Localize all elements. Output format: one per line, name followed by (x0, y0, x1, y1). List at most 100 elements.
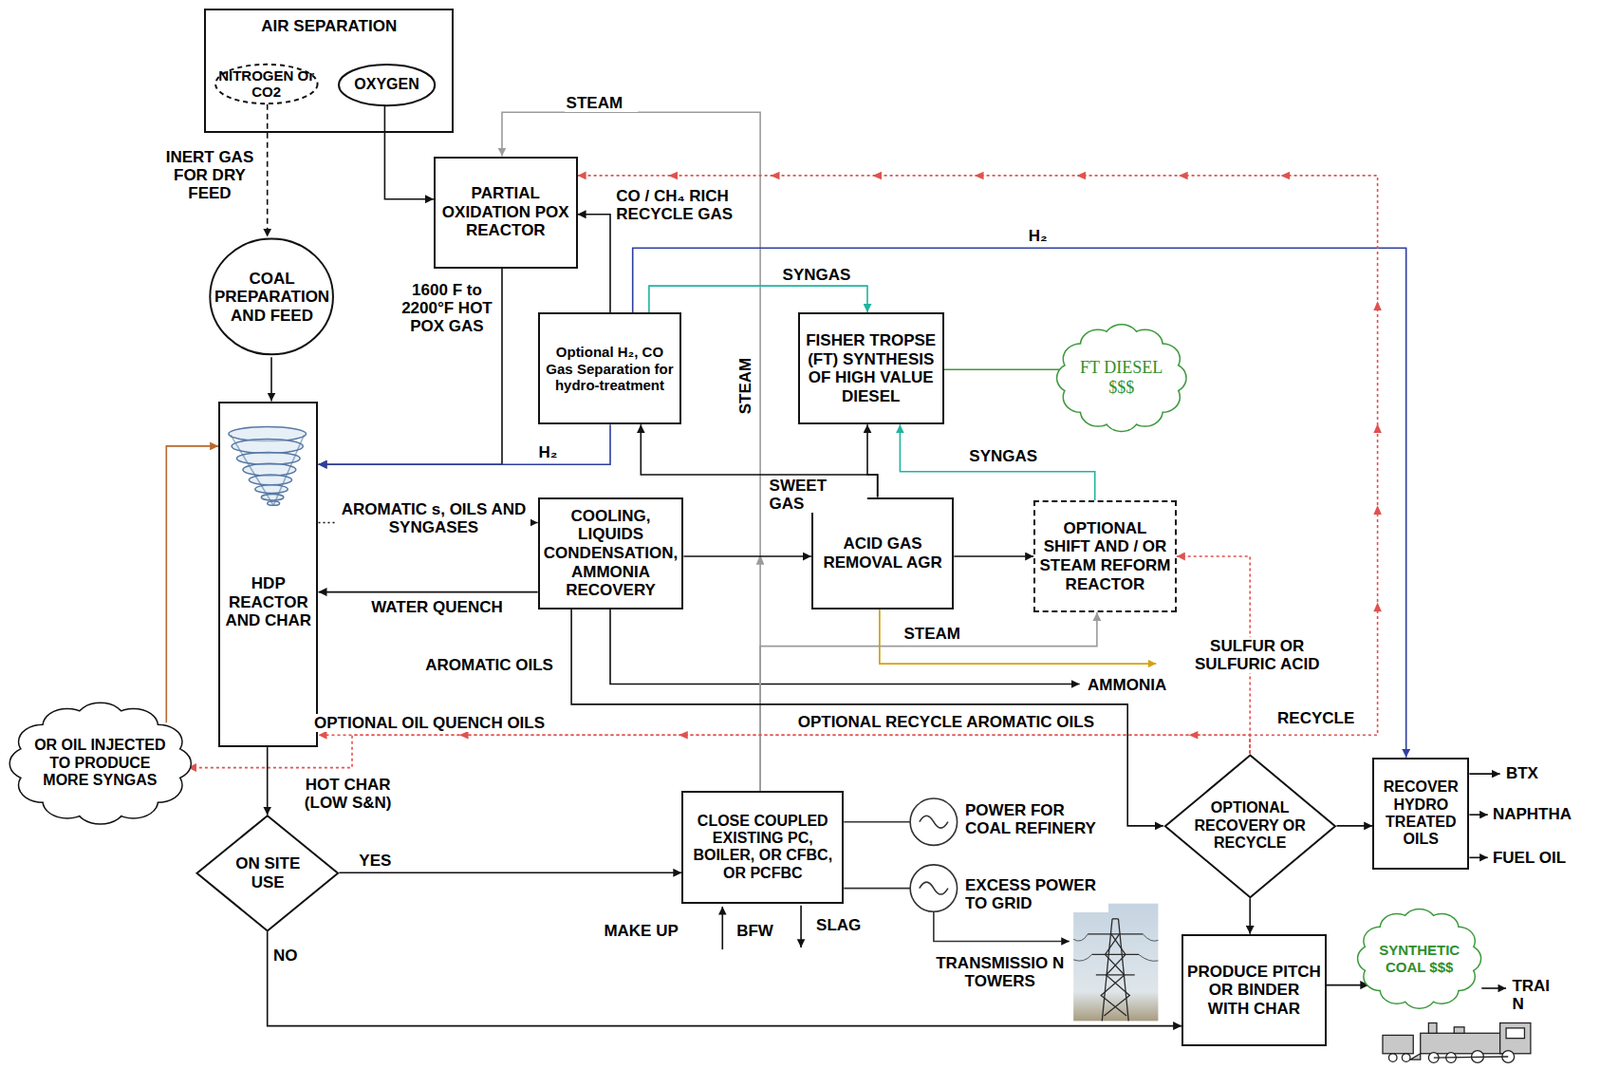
product-label: SULFUR OR SULFURIC ACID (1181, 636, 1333, 673)
node-text: OXYGEN (353, 75, 419, 94)
node-text: PARTIAL OXIDATION POX REACTOR (438, 184, 574, 241)
connector (577, 175, 1378, 754)
connector (266, 104, 269, 238)
edge-label: STEAM (564, 93, 638, 112)
node-text: PRODUCE PITCH OR BINDER WITH CHAR (1186, 962, 1322, 1019)
edge-label: AROMATIC s, OILS AND SYNGASES (336, 500, 531, 537)
edge-label: H₂ (1026, 226, 1056, 245)
node-text: OPTIONAL SHIFT AND / OR STEAM REFORM REA… (1038, 519, 1173, 594)
node-text: COOLING, LIQUIDS CONDENSATION, AMMONIA R… (542, 506, 680, 600)
connector (1326, 984, 1370, 987)
train-sketch (1382, 1023, 1531, 1063)
recycle-flow-arrows (459, 171, 1382, 740)
connector (632, 247, 1407, 758)
connector (899, 424, 1095, 501)
connector (318, 268, 503, 465)
connector (953, 555, 1034, 558)
hdp-vortex-illustration (228, 427, 307, 506)
tower-label: TRANSMISSIO N TOWERS (928, 953, 1072, 990)
node-text: COAL PREPARATION AND FEED (209, 269, 334, 326)
node-text: ACID GAS REMOVAL AGR (816, 534, 950, 572)
connector (318, 591, 539, 594)
stream-label: BFW (734, 921, 778, 940)
edge-label: SYNGAS (967, 446, 1051, 466)
edge-label: SWEET GAS (767, 476, 868, 513)
node-text: SYNTHETIC COAL $$$ (1370, 941, 1469, 975)
edge-label: H₂ (537, 443, 566, 462)
power-label: EXCESS POWER TO GRID (963, 875, 1109, 912)
connector (944, 368, 1061, 371)
connector (267, 930, 1182, 1025)
boiler-streams (722, 905, 801, 949)
edge-label: YES (356, 851, 403, 870)
node-text: Optional H₂, CO Gas Separation for hydro… (542, 343, 678, 393)
note-cloud: OR OIL INJECTED TO PRODUCE MORE SYNGAS (8, 699, 193, 827)
stream-label: OPTIONAL OIL QUENCH OILS (312, 713, 609, 732)
reactor-box: HDP REACTOR AND CHAR (218, 401, 318, 748)
stream-label: MAKE UP (601, 921, 700, 940)
process-box: PRODUCE PITCH OR BINDER WITH CHAR (1181, 933, 1327, 1046)
node-text: RECOVER HYDRO TREATED OILS (1376, 778, 1465, 849)
edge-label: SYNGAS (781, 265, 865, 284)
node-text: CLOSE COUPLED EXISTING PC, BOILER, OR CF… (686, 812, 839, 883)
connector (577, 214, 611, 313)
product-label: AMMONIA (1085, 675, 1183, 694)
edge-label: AROMATIC OILS (423, 655, 561, 674)
process-box: RECOVER HYDRO TREATED OILS (1372, 757, 1470, 870)
optional-box: OPTIONAL SHIFT AND / OR STEAM REFORM REA… (1033, 500, 1177, 613)
product-label: NAPHTHA (1490, 804, 1589, 823)
node-text: NITROGEN Or CO2 (218, 67, 316, 101)
gas-ellipse: OXYGEN (337, 63, 436, 107)
power-label: POWER FOR COAL REFINERY (963, 800, 1112, 838)
node-text: OPTIONAL RECOVERY OR RECYCLE (1191, 799, 1309, 852)
edge-label: CO / CH₄ RICH RECYCLE GAS (613, 186, 753, 224)
connector (384, 106, 434, 200)
connector (1337, 824, 1374, 827)
connector (683, 555, 811, 558)
connector (649, 285, 868, 313)
transmission-tower-photo (1073, 903, 1158, 1022)
edge-label: NO (271, 946, 309, 965)
decision-diamond: OPTIONAL RECOVERY OR RECYCLE (1163, 753, 1338, 899)
node-text: AIR SEPARATION (260, 17, 397, 37)
process-box: ACID GAS REMOVAL AGR (811, 497, 955, 610)
edge-label: RECYCLE (1275, 708, 1373, 727)
connector (318, 734, 1251, 753)
feed-circle: COAL PREPARATION AND FEED (208, 236, 335, 357)
connector (318, 424, 612, 465)
product-label: BTX (1504, 763, 1556, 782)
edge-label: HOT CHAR (LOW S&N) (300, 775, 395, 812)
node-text: HDP REACTOR AND CHAR (222, 574, 315, 631)
node-text: FT DIESEL $$$ (1077, 357, 1167, 397)
product-label: TRAI N (1509, 976, 1553, 1013)
product-cloud: SYNTHETIC COAL $$$ (1357, 906, 1482, 1011)
connector (266, 746, 269, 815)
connector (338, 871, 682, 874)
connector (187, 734, 1250, 767)
edge-label: WATER QUENCH (369, 597, 533, 616)
decision-diamond: ON SITE USE (195, 814, 340, 932)
process-box: FISHER TROPSE (FT) SYNTHESIS OF HIGH VAL… (798, 312, 945, 425)
node-text: OR OIL INJECTED TO PRODUCE MORE SYNGAS (25, 736, 176, 789)
product-label: FUEL OIL (1490, 848, 1589, 867)
stream-label: STEAM (736, 350, 755, 422)
stream-label: SLAG (814, 915, 868, 934)
edge-label: STEAM (902, 624, 980, 643)
node-text: FISHER TROPSE (FT) SYNTHESIS OF HIGH VAL… (802, 331, 940, 406)
connector (760, 612, 1098, 791)
unit-box: AIR SEPARATION NITROGEN Or CO2 OXYGEN (204, 8, 454, 133)
connector (1248, 897, 1251, 934)
sulfur-line (879, 609, 1156, 664)
product-cloud: FT DIESEL $$$ (1056, 321, 1188, 434)
connector (867, 424, 878, 497)
connector (270, 356, 273, 401)
process-box: PARTIAL OXIDATION POX REACTOR (433, 156, 578, 269)
boiler-box: CLOSE COUPLED EXISTING PC, BOILER, OR CF… (681, 790, 844, 903)
connector (166, 446, 219, 723)
node-text: ON SITE USE (222, 854, 314, 892)
process-box: COOLING, LIQUIDS CONDENSATION, AMMONIA R… (538, 497, 685, 610)
gas-ellipse: NITROGEN Or CO2 (214, 63, 319, 105)
edge-label: OPTIONAL RECYCLE AROMATIC OILS (796, 712, 1118, 731)
connector (571, 609, 1164, 826)
